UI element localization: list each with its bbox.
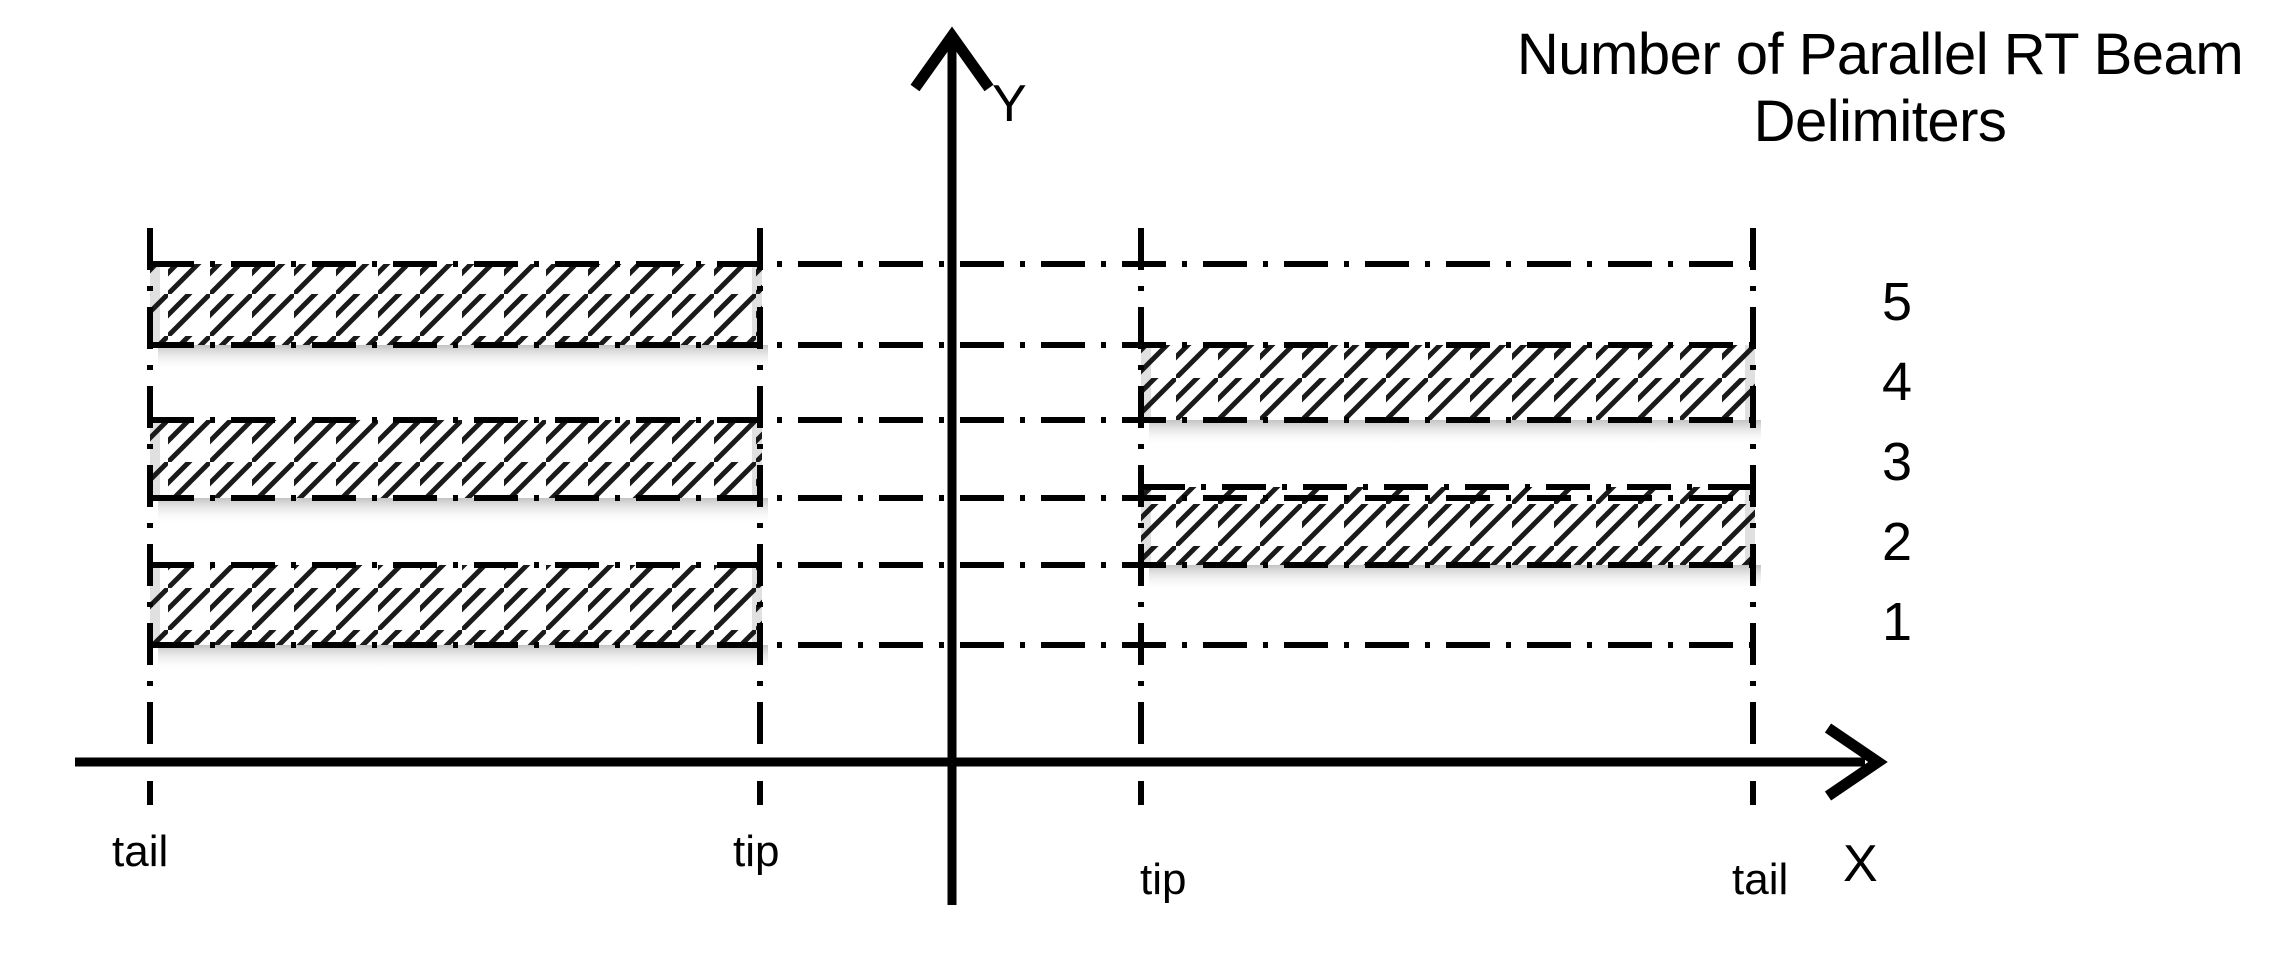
- right-group-tip-label: tip: [1140, 855, 1187, 904]
- chart-title-line-1: Number of Parallel RT Beam: [1516, 22, 2244, 87]
- left-group-tail-label: tail: [112, 827, 169, 876]
- bar-level-5: [150, 264, 762, 345]
- bar-level-3: [150, 420, 762, 498]
- level-label-1: 1: [1882, 592, 1913, 652]
- x-axis-label: X: [1843, 835, 1878, 893]
- axes: [75, 26, 1888, 905]
- right-group-tail-label: tail: [1732, 855, 1789, 904]
- y-axis-arrow: [910, 26, 994, 92]
- level-gridlines: [150, 261, 1755, 648]
- bar-level-1: [150, 565, 762, 645]
- level-label-5: 5: [1882, 272, 1913, 332]
- boundary-lines: [147, 228, 1756, 805]
- level-label-4: 4: [1882, 352, 1913, 412]
- left-group-tip-label: tip: [733, 827, 780, 876]
- bar-level-4: [1141, 345, 1755, 420]
- chart-title: Number of Parallel RT Beam Delimiters: [1500, 22, 2260, 155]
- bar-shadows: [158, 345, 1761, 671]
- chart-title-line-2: Delimiters: [1753, 88, 2007, 154]
- level-label-2: 2: [1882, 512, 1913, 572]
- level-label-3: 3: [1882, 432, 1913, 492]
- x-axis-arrow: [1824, 723, 1888, 801]
- y-axis-label: Y: [992, 75, 1027, 133]
